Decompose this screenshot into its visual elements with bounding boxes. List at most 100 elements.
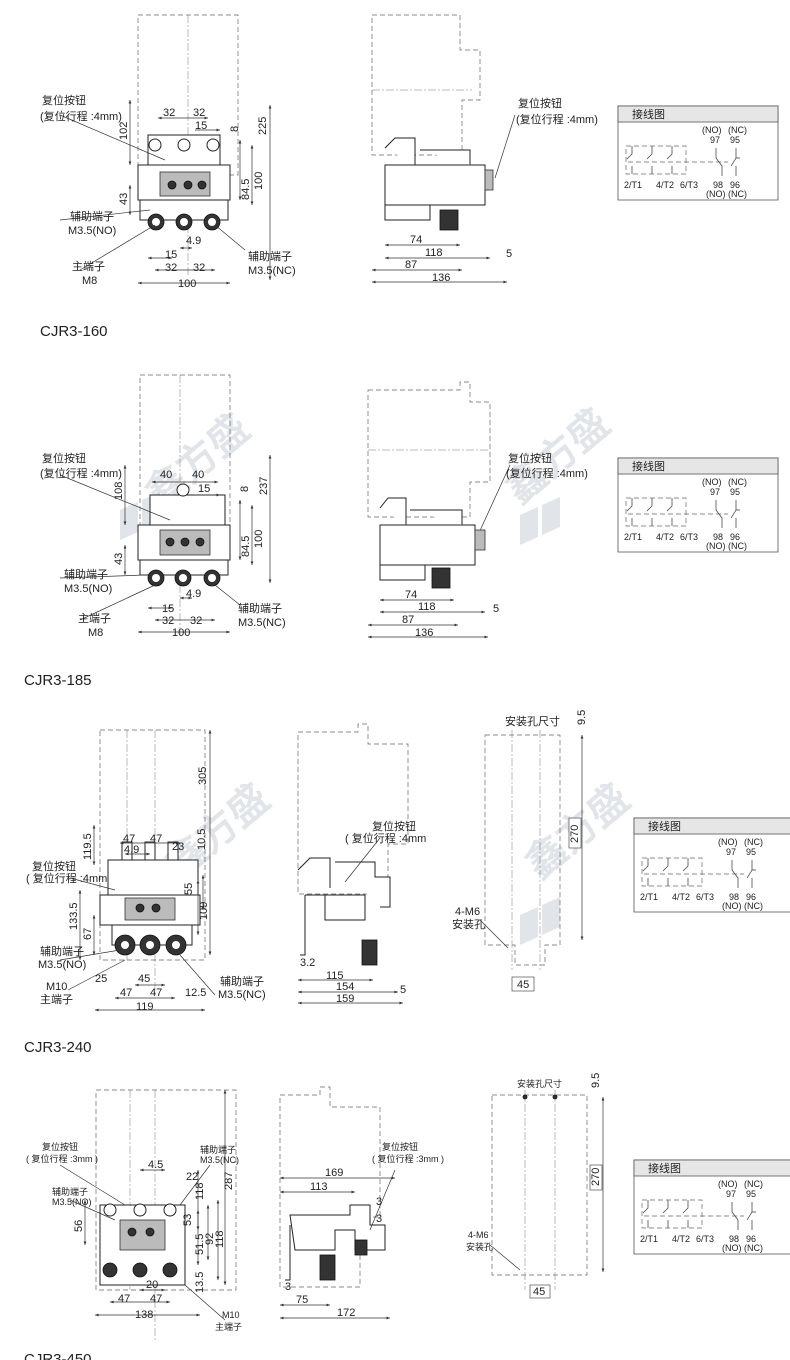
svg-text:32: 32 [162,615,174,627]
model-caption-240: CJR3-240 [24,1039,92,1056]
svg-text:15: 15 [162,603,174,615]
svg-text:(NO): (NO) [706,189,726,199]
svg-text:100: 100 [253,172,265,190]
svg-text:40: 40 [160,469,172,481]
svg-text:32: 32 [193,262,205,274]
callouts-160: 复位按钮 (复位行程 :4mm) 辅助端子 M3.5(NO) 主端子 M8 辅助… [40,93,296,287]
svg-text:4/T2: 4/T2 [656,180,674,190]
svg-text:84.5: 84.5 [240,179,252,200]
svg-text:辅助端子: 辅助端子 [200,1144,236,1155]
svg-text:20: 20 [146,1279,158,1291]
model-caption-160: CJR3-160 [40,323,108,340]
svg-text:98: 98 [713,532,723,542]
svg-text:237: 237 [258,477,270,495]
svg-text:56: 56 [73,1220,85,1232]
svg-text:辅助端子: 辅助端子 [70,209,114,223]
svg-text:287: 287 [223,1172,235,1190]
svg-text:96: 96 [730,180,740,190]
svg-text:(NO): (NO) [722,1243,742,1253]
svg-text:4.5: 4.5 [148,1159,163,1171]
dimension-lines-185 [59,455,511,634]
svg-text:安装孔尺寸: 安装孔尺寸 [505,714,560,728]
svg-text:47: 47 [123,833,135,845]
mounting-view-240: 安装孔尺寸 270 9.5 45 4-M6 安装孔 [452,710,588,992]
svg-text:51.5: 51.5 [194,1234,206,1255]
svg-text:108: 108 [113,482,125,500]
svg-text:( 复位行程 :4mm: ( 复位行程 :4mm [26,871,107,885]
svg-text:136: 136 [415,627,433,639]
svg-text:6/T3: 6/T3 [680,532,698,542]
side-labels-240: 3.2 115 154 5 159 复位按钮 ( 复位行程 :4mm [300,819,426,1005]
mounting-view-450: 安装孔尺寸 270 9.5 45 4-M6 安装孔 [466,1073,605,1299]
svg-text:118: 118 [425,247,443,259]
svg-text:复位按钮: 复位按钮 [372,819,416,833]
svg-text:100: 100 [253,530,265,548]
dimension-lines-240 [59,730,216,1012]
svg-text:12.5: 12.5 [185,987,206,999]
side-view-450 [279,1086,386,1288]
svg-text:97: 97 [726,1189,736,1199]
side-labels-160: 74 118 5 87 136 复位按钮 (复位行程 :4mm) [405,96,598,284]
svg-text:154: 154 [336,981,354,993]
front-view-450 [95,1089,237,1340]
svg-text:主端子: 主端子 [215,1321,242,1332]
svg-text:4.9: 4.9 [186,235,201,247]
svg-text:136: 136 [432,272,450,284]
svg-text:74: 74 [405,589,417,601]
svg-text:75: 75 [296,1294,308,1306]
svg-text:102: 102 [118,122,130,140]
svg-text:97: 97 [726,847,736,857]
svg-text:复位按钮: 复位按钮 [508,451,552,465]
svg-text:97: 97 [710,135,720,145]
svg-text:(NO): (NO) [706,541,726,551]
svg-text:305: 305 [197,767,209,785]
svg-text:172: 172 [337,1307,355,1319]
svg-text:M8: M8 [82,275,97,287]
svg-text:10.5: 10.5 [196,829,208,850]
svg-text:15: 15 [198,483,210,495]
svg-text:119: 119 [136,1001,154,1013]
svg-text:(NO): (NO) [718,1179,738,1189]
svg-text:4/T2: 4/T2 [656,532,674,542]
svg-text:(NO): (NO) [718,837,738,847]
svg-text:(NC): (NC) [744,901,763,911]
svg-text:100: 100 [172,627,190,639]
svg-text:复位按钮: 复位按钮 [32,859,76,873]
svg-text:(复位行程 :4mm): (复位行程 :4mm) [506,466,588,480]
svg-text:138: 138 [135,1309,153,1321]
svg-text:6/T3: 6/T3 [696,1234,714,1244]
svg-text:复位按钮: 复位按钮 [518,96,562,110]
svg-text:辅助端子: 辅助端子 [220,974,264,988]
svg-text:118: 118 [418,601,436,613]
side-labels-185: 74 118 5 87 136 复位按钮 (复位行程 :4mm) [402,451,588,639]
svg-text:3: 3 [285,1281,291,1293]
svg-text:M3.5(NO): M3.5(NO) [38,959,86,971]
svg-text:(NC): (NC) [744,837,763,847]
svg-text:(NC): (NC) [744,1179,763,1189]
svg-text:M10: M10 [222,1310,240,1320]
svg-text:3: 3 [376,1196,382,1208]
svg-text:安装孔: 安装孔 [452,917,485,931]
side-view-160 [371,14,494,231]
svg-text:2/T1: 2/T1 [624,532,642,542]
svg-text:M3.5(NC): M3.5(NC) [218,989,266,1001]
svg-text:9.5: 9.5 [576,710,588,725]
dimension-lines-160 [59,100,516,285]
svg-text:92: 92 [204,1233,216,1245]
svg-text:接线图: 接线图 [632,107,665,121]
svg-text:97: 97 [710,487,720,497]
svg-text:4/T2: 4/T2 [672,892,690,902]
svg-text:95: 95 [730,135,740,145]
svg-text:225: 225 [257,117,269,135]
svg-text:32: 32 [193,107,205,119]
svg-text:(复位行程 :4mm): (复位行程 :4mm) [40,466,122,480]
side-view-240 [297,723,409,966]
svg-text:2/T1: 2/T1 [640,1234,658,1244]
svg-text:115: 115 [326,970,344,982]
dimension-labels-450: 56 4.5 22 118 287 53 51.5 92 118 20 47 4… [73,1159,235,1321]
svg-text:45: 45 [533,1286,545,1298]
svg-text:5: 5 [400,984,406,996]
svg-text:(复位行程 :4mm): (复位行程 :4mm) [516,112,598,126]
